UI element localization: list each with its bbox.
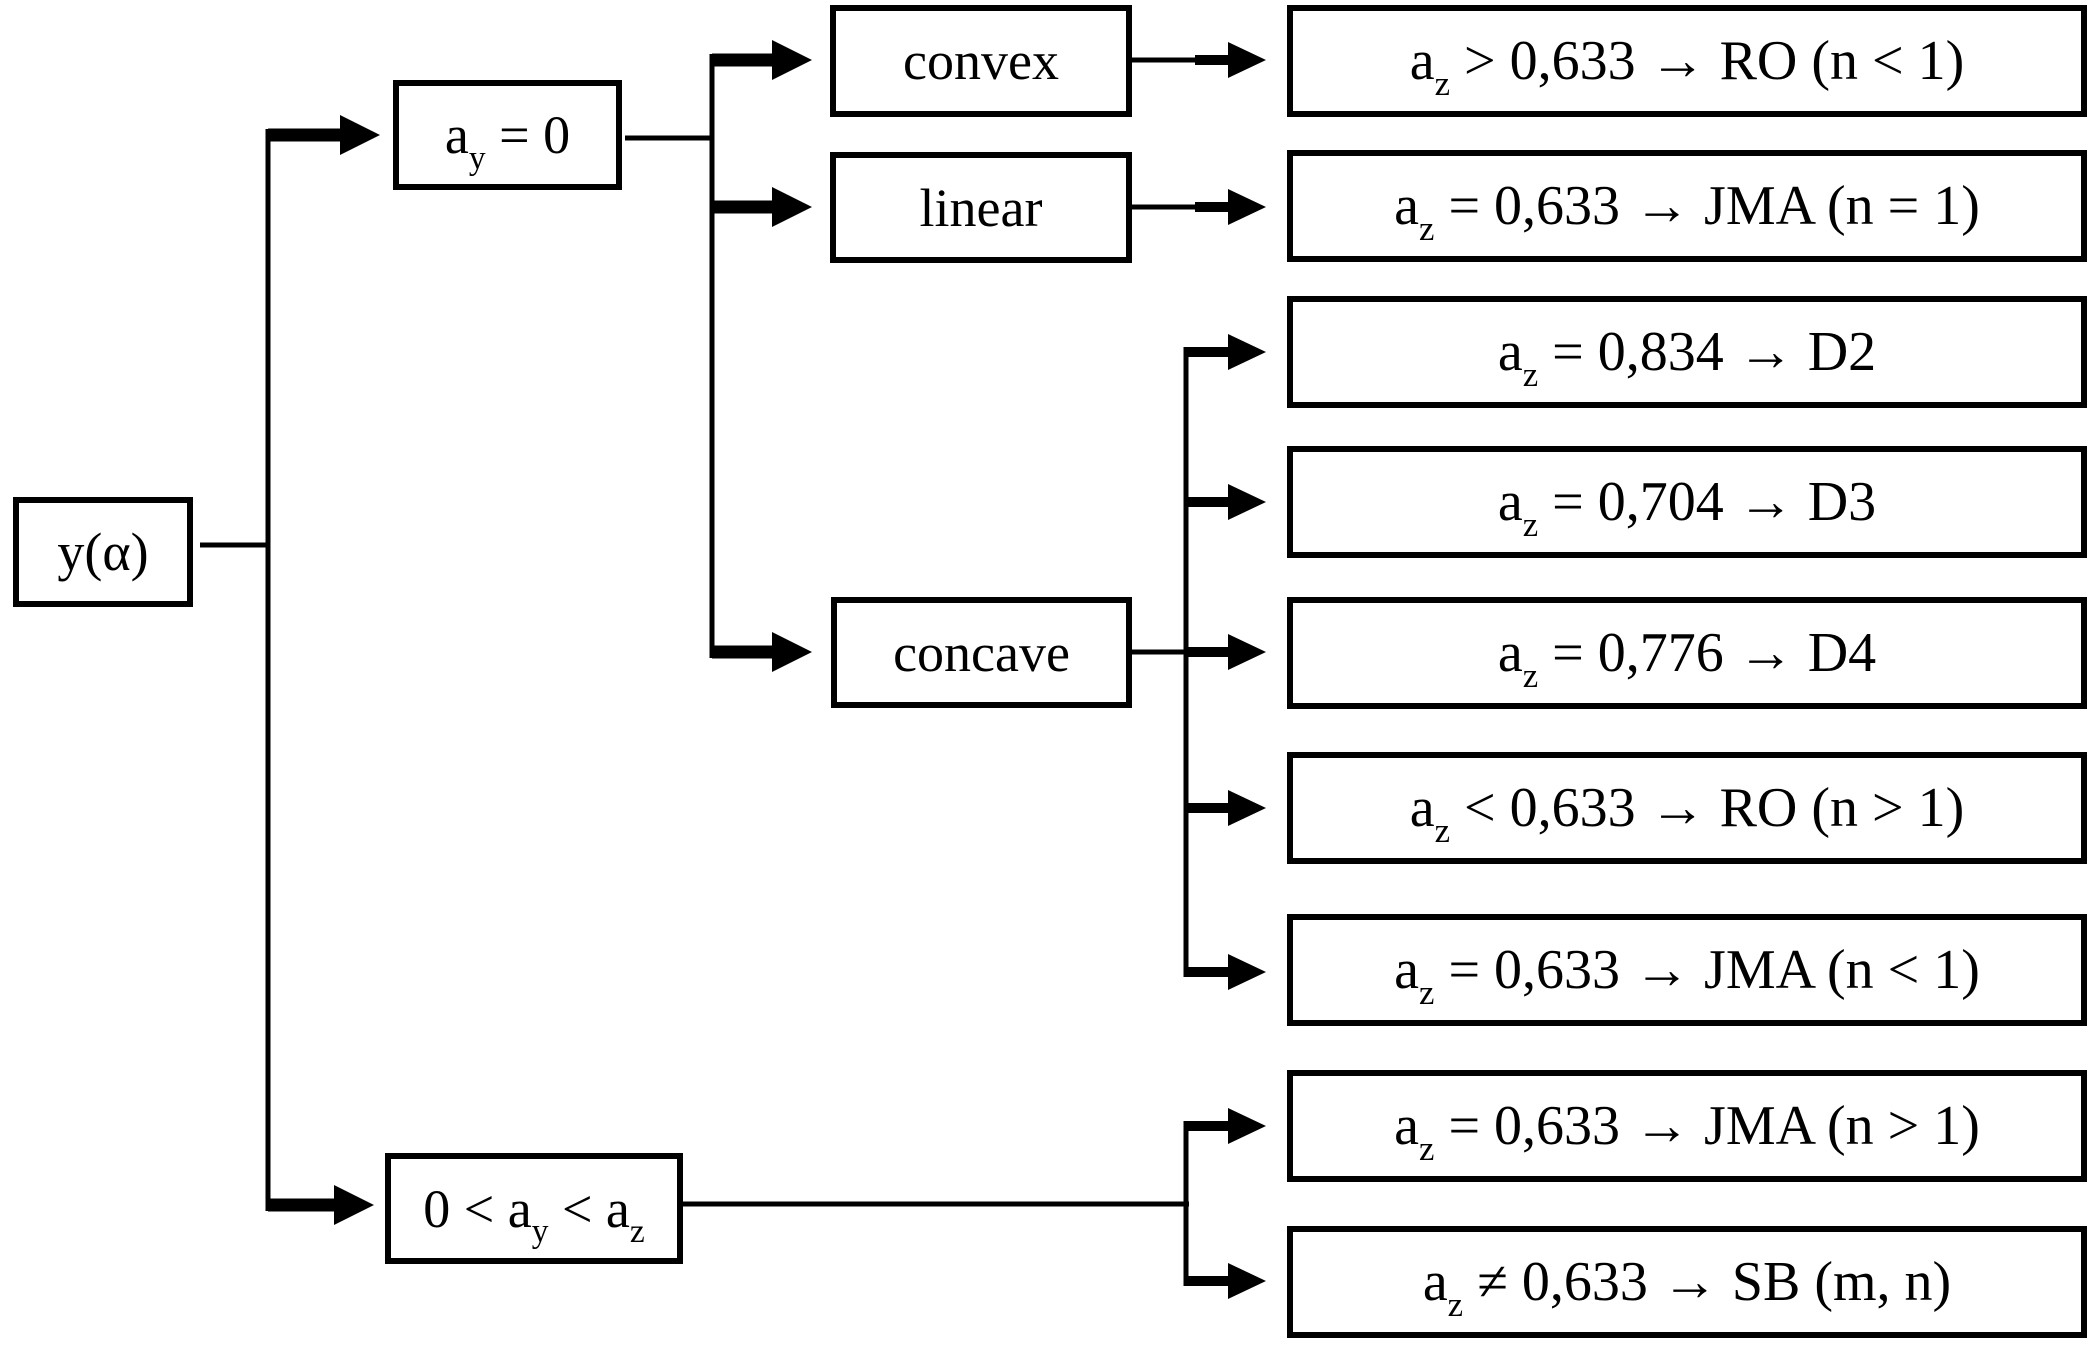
arrow-connector [1186,334,1266,370]
arrow-connector [712,187,812,227]
arrowhead-icon [1228,1108,1266,1144]
node-label: y(α) [57,522,149,582]
node-r5: az = 0,776 → D4 [1287,597,2087,709]
node-r3: az = 0,834 → D2 [1287,296,2087,408]
arrowhead-icon [1228,334,1266,370]
arrowhead-icon [772,40,812,80]
node-label: az = 0,776 → D4 [1497,622,1877,696]
arrow-connector [1186,954,1266,990]
node-root: y(α) [13,497,193,607]
arrow-connector [712,632,812,672]
arrowhead-icon [772,632,812,672]
arrow-connector [1186,634,1266,670]
arrow-connector [1186,1263,1266,1299]
arrow-connector [1195,42,1266,78]
arrowhead-icon [1228,189,1266,225]
arrowhead-icon [1228,634,1266,670]
node-label: az = 0,633 → JMA (n = 1) [1394,175,1980,249]
node-label: convex [903,31,1059,91]
arrow-connector [712,40,812,80]
node-r8: az = 0,633 → JMA (n > 1) [1287,1070,2087,1182]
arrow-connector [268,115,380,155]
node-label: 0 < ay < az [423,1178,645,1251]
node-r6: az < 0,633 → RO (n > 1) [1287,752,2087,864]
arrowhead-icon [1228,484,1266,520]
node-r4: az = 0,704 → D3 [1287,446,2087,558]
node-label: concave [893,622,1070,683]
arrow-connector [1186,790,1266,826]
node-label: az > 0,633 → RO (n < 1) [1409,30,1965,104]
arrowhead-icon [1228,954,1266,990]
arrow-connector [268,1185,374,1225]
node-linear: linear [830,152,1132,263]
node-label: linear [919,177,1043,238]
node-blt: 0 < ay < az [385,1153,683,1264]
node-r7: az = 0,633 → JMA (n < 1) [1287,914,2087,1026]
node-concave: concave [831,597,1132,708]
node-label: az = 0,633 → JMA (n < 1) [1394,939,1980,1013]
node-label: az = 0,633 → JMA (n > 1) [1394,1095,1980,1169]
node-label: ay = 0 [444,105,571,177]
node-r2: az = 0,633 → JMA (n = 1) [1287,150,2087,262]
node-r9: az ≠ 0,633 → SB (m, n) [1287,1226,2087,1338]
arrow-connector [1186,1108,1266,1144]
node-r1: az > 0,633 → RO (n < 1) [1287,5,2087,117]
node-label: az < 0,633 → RO (n > 1) [1409,777,1965,851]
arrowhead-icon [1228,42,1266,78]
node-ay0: ay = 0 [393,80,622,190]
arrowhead-icon [1228,790,1266,826]
node-label: az ≠ 0,633 → SB (m, n) [1422,1251,1952,1325]
arrowhead-icon [340,115,380,155]
node-label: az = 0,834 → D2 [1497,321,1877,395]
arrowhead-icon [772,187,812,227]
arrowhead-icon [1228,1263,1266,1299]
node-label: az = 0,704 → D3 [1497,471,1877,545]
node-convex: convex [830,5,1132,117]
arrow-connector [1186,484,1266,520]
arrowhead-icon [334,1185,374,1225]
arrow-connector [1195,189,1266,225]
